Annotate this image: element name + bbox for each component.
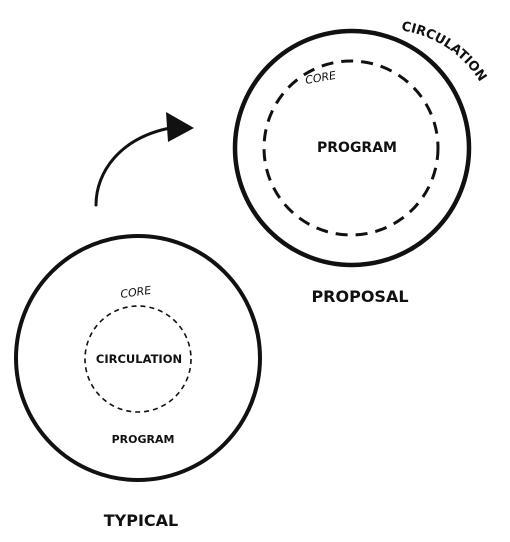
typical-diagram: CORE CIRCULATION PROGRAM TYPICAL: [14, 234, 262, 530]
proposal-program-label: PROGRAM: [317, 140, 397, 156]
proposal-caption: PROPOSAL: [311, 287, 408, 306]
typical-program-label: PROGRAM: [112, 433, 175, 446]
arrow-shaft: [94, 126, 172, 207]
typical-core-label: CORE: [120, 284, 152, 301]
typical-circulation-label: CIRCULATION: [96, 352, 182, 366]
curved-arrow-icon: [94, 112, 194, 207]
proposal-outer-circle: [232, 28, 472, 268]
typical-core-circle: [84, 305, 192, 413]
arrow-head: [166, 112, 194, 142]
typical-caption: TYPICAL: [104, 511, 179, 530]
typical-outer-circle: [14, 234, 262, 482]
proposal-core-label: CORE: [304, 69, 337, 87]
proposal-diagram: CORE PROGRAM CIRCULATION PROPOSAL: [232, 19, 489, 306]
proposal-core-circle: [262, 59, 440, 237]
